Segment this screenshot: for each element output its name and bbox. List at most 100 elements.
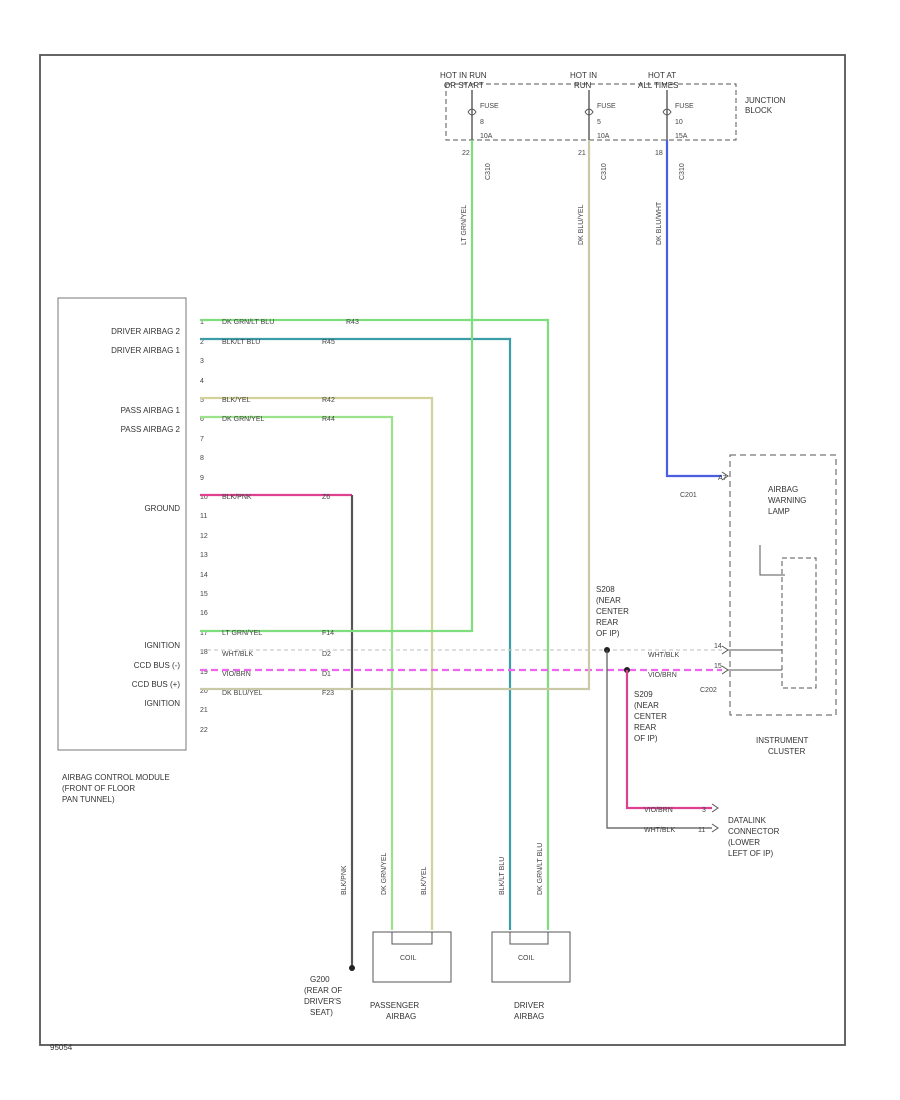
pin-14: 14	[200, 572, 208, 579]
pin-5: 5	[200, 397, 204, 404]
fuse-3-pin: 18	[655, 150, 663, 157]
module-pin-label-ignition-1: IGNITION	[144, 641, 180, 650]
fuse-1-number: 8	[480, 119, 484, 126]
splice-s209-line-5: OF IP)	[634, 734, 658, 743]
connector-c201-label: C201	[680, 492, 697, 499]
driver-airbag-name-2: AIRBAG	[514, 1012, 544, 1021]
pin-20: 20	[200, 688, 208, 695]
module-pin-label-driver-airbag-1: DRIVER AIRBAG 1	[111, 346, 180, 355]
driver-airbag-squib-label: COIL	[518, 955, 534, 962]
splice-s209-line-1: S209	[634, 690, 653, 699]
datalink-name-line-2: CONNECTOR	[728, 827, 780, 836]
pin-2: 2	[200, 339, 204, 346]
pin-22: 22	[200, 727, 208, 734]
datalink-name-line-3: (LOWER	[728, 838, 760, 847]
drv-wire-vertical-label-2: DK GRN/LT BLU	[537, 843, 544, 895]
figure-code: 95054	[50, 1043, 73, 1052]
fuse-2-connector: C310	[601, 163, 608, 180]
hot-run-start-label-2: OR START	[444, 81, 484, 90]
fuse-2-symbol	[584, 108, 594, 116]
hot-all-times-label-1: HOT AT	[648, 71, 676, 80]
pin-16: 16	[200, 610, 208, 617]
pin-12: 12	[200, 533, 208, 540]
module-pin-label-ccd-bus-minus: CCD BUS (-)	[134, 661, 181, 670]
splice-s209-line-3: CENTER	[634, 712, 667, 721]
wire-circuit-pin-1: R43	[346, 319, 359, 326]
pass-wire-vertical-label-2: BLK/YEL	[421, 866, 428, 895]
connector-c201-symbol	[721, 471, 729, 481]
vertical-wire-label-fuse-10: DK BLU/WHT	[656, 201, 663, 245]
wire-warning-lamp-feed	[665, 140, 722, 478]
fuse-1-symbol	[467, 108, 477, 116]
diagram-frame	[39, 54, 846, 1046]
module-pin-label-ignition-2: IGNITION	[144, 699, 180, 708]
datalink-name-line-4: LEFT OF IP)	[728, 849, 774, 858]
splice-s208-line-1: S208	[596, 585, 615, 594]
module-name-line-3: PAN TUNNEL)	[62, 795, 115, 804]
wire-circuit-pin-6: R44	[322, 416, 335, 423]
datalink-name-line-1: DATALINK	[728, 816, 767, 825]
warning-lamp-line-3: LAMP	[768, 507, 790, 516]
wire-circuit-pin-10: Z6	[322, 494, 330, 501]
datalink-connector-symbol-1	[711, 803, 719, 813]
ground-wire-vertical-label: BLK/PNK	[341, 865, 348, 895]
pin-10: 10	[200, 494, 208, 501]
fuse-2-label: FUSE	[597, 103, 616, 110]
pin-19: 19	[200, 669, 208, 676]
wire-label-pin-18: WHT/BLK	[222, 651, 253, 658]
warning-lamp-line-1: AIRBAG	[768, 485, 798, 494]
ground-name-line-2: (REAR OF	[304, 986, 342, 995]
pin-18: 18	[200, 649, 208, 656]
module-pin-label-pass-airbag-1: PASS AIRBAG 1	[121, 406, 181, 415]
wire-s209-to-datalink	[625, 670, 712, 810]
pin-9: 9	[200, 475, 204, 482]
drv-wire-vertical-label-1: BLK/LT BLU	[499, 857, 506, 895]
wire-driver-airbag-1	[200, 337, 512, 930]
splice-s208-line-5: OF IP)	[596, 629, 620, 638]
fuse-1-pin: 22	[462, 150, 470, 157]
hot-run-label-1: HOT IN	[570, 71, 597, 80]
wire-label-pin-5: BLK/YEL	[222, 397, 251, 404]
passenger-airbag-box	[372, 931, 452, 983]
pass-wire-vertical-label-1: DK GRN/YEL	[381, 852, 388, 895]
hot-run-start-label-1: HOT IN RUN	[440, 71, 487, 80]
splice-s209-line-4: REAR	[634, 723, 656, 732]
cluster-name-line-1: INSTRUMENT	[756, 736, 809, 745]
pin-13: 13	[200, 552, 208, 559]
wire-circuit-pin-18: D2	[322, 651, 331, 658]
wire-label-pin-17: LT GRN/YEL	[222, 630, 262, 637]
wire-label-pin-1: DK GRN/LT BLU	[222, 319, 274, 326]
fuse-2-amperage: 10A	[597, 133, 610, 140]
datalink-wire-label-2: WHT/BLK	[644, 827, 675, 834]
hot-run-label-2: RUN	[574, 81, 592, 90]
module-name-line-1: AIRBAG CONTROL MODULE	[62, 773, 170, 782]
connector-c202-label: C202	[700, 687, 717, 694]
module-pin-label-pass-airbag-2: PASS AIRBAG 2	[121, 425, 181, 434]
module-name-line-2: (FRONT OF FLOOR	[62, 784, 135, 793]
pin-1: 1	[200, 319, 204, 326]
wire-circuit-pin-19: D1	[322, 671, 331, 678]
wire-pass-airbag-2	[200, 415, 394, 930]
passenger-airbag-name-1: PASSENGER	[370, 1001, 419, 1010]
vertical-wire-label-fuse-8: LT GRN/YEL	[461, 205, 468, 245]
datalink-pin-1: 3	[702, 807, 706, 814]
cluster-name-line-2: CLUSTER	[768, 747, 806, 756]
datalink-wire-label-1: VIO/BRN	[644, 807, 673, 814]
fuse-3-label: FUSE	[675, 103, 694, 110]
fuse-1-connector: C310	[485, 163, 492, 180]
hot-all-times-label-2: ALL TIMES	[638, 81, 678, 90]
wire-label-pin-19: VIO/BRN	[222, 671, 251, 678]
warning-lamp-line-2: WARNING	[768, 496, 806, 505]
wire-label-pin-6: DK GRN/YEL	[222, 416, 265, 423]
cluster-pin-14: 14	[714, 643, 722, 650]
fuse-3-number: 10	[675, 119, 683, 126]
connector-c202-symbol-2	[721, 665, 729, 675]
cluster-pin-a7: A7	[718, 475, 727, 482]
wire-label-pin-20: DK BLU/YEL	[222, 690, 263, 697]
pin-15: 15	[200, 591, 208, 598]
fuse-2-pin: 21	[578, 150, 586, 157]
splice-s209-line-2: (NEAR	[634, 701, 659, 710]
wire-pass-airbag-1	[200, 396, 434, 930]
pin-11: 11	[200, 513, 207, 520]
wire-circuit-pin-17: F14	[322, 630, 334, 637]
